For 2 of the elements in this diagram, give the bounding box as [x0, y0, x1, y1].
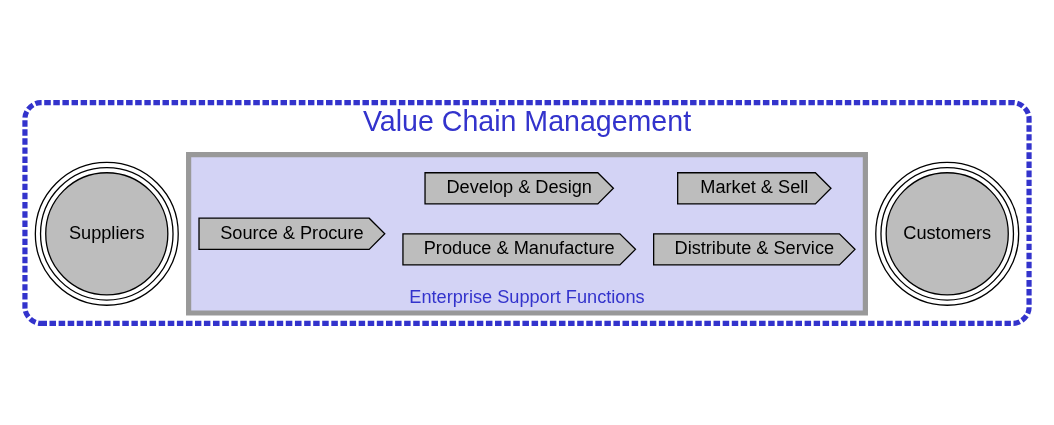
node-circle: Suppliers — [34, 161, 179, 306]
node-circle: Customers — [875, 161, 1020, 306]
